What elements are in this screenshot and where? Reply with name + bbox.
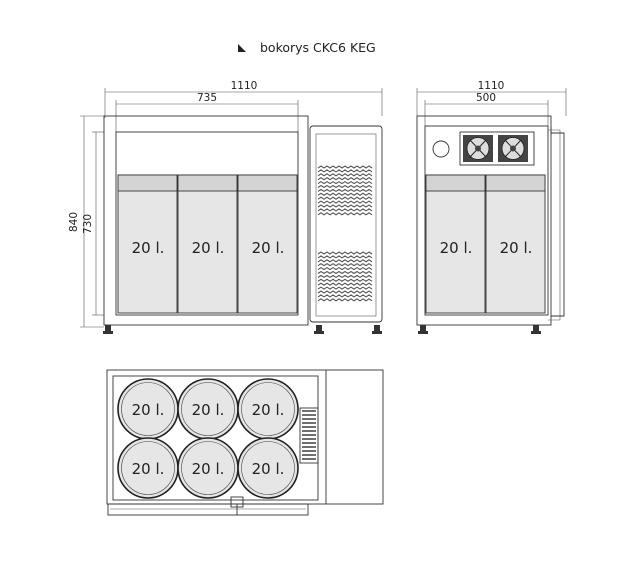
side-body [416,115,552,326]
vent-slat [317,286,373,290]
fan-left-icon [463,135,493,162]
vent-slat [317,263,373,267]
title-text: bokorys CKC6 KEG [260,40,376,55]
vent-slat [317,212,373,216]
front-view: 1110 735 840 730 20 l. 20 l [68,80,383,334]
vent-slat [317,208,373,212]
vent-slat [317,266,373,271]
vent-slat [317,188,373,193]
vent-slat [317,282,373,286]
side-keg-panels [425,174,546,314]
vent-slat [317,274,373,279]
top-vent [299,407,319,464]
front-vent-upper [317,165,373,216]
vent-slat [317,200,373,204]
top-keg-4: 20 l. [132,460,165,478]
side-inner-width-label: 500 [476,92,496,104]
front-body [103,115,309,326]
side-indicator-circle [432,140,450,158]
vent-slat [317,204,373,208]
compressor-panel [309,125,383,323]
vent-slat [317,270,373,275]
side-width-label: 1110 [478,80,505,92]
top-keg-circles [117,378,299,499]
front-keg-panels [117,174,298,314]
vent-slat [317,184,373,189]
vent-slat [317,298,373,302]
fan-right-icon [498,135,528,162]
vent-slat [317,180,373,185]
fan-unit [459,131,535,166]
front-keg-2: 20 l. [192,239,225,257]
side-keg-2: 20 l. [500,239,533,257]
top-view: 20 l. 20 l. 20 l. 20 l. 20 l. 20 l. [106,369,384,516]
vent-slat [317,173,373,177]
front-inner-width-label: 735 [197,92,217,104]
vent-slat [317,251,373,255]
front-height-label: 840 [68,212,80,232]
drawing-title: bokorys CKC6 KEG [238,40,376,55]
vent-slat [317,259,373,263]
side-view: 1110 500 [416,80,567,334]
top-front-rail [107,503,309,516]
vent-slat [317,255,373,259]
top-keg-1: 20 l. [132,401,165,419]
front-width-label: 1110 [231,80,258,92]
front-keg-3: 20 l. [252,239,285,257]
vent-slat [317,177,373,181]
front-inner-height-label: 730 [82,214,94,234]
vent-slat [317,278,373,282]
vent-slat [317,196,373,200]
top-keg-2: 20 l. [192,401,225,419]
front-vent-lower [317,251,373,302]
front-keg-1: 20 l. [132,239,165,257]
top-keg-3: 20 l. [252,401,285,419]
vent-slat [317,192,373,196]
top-keg-6: 20 l. [252,460,285,478]
vent-slat [317,290,373,294]
top-keg-5: 20 l. [192,460,225,478]
side-keg-1: 20 l. [440,239,473,257]
title-arrow-icon [238,44,246,52]
vent-slat [317,294,373,298]
vent-slat [317,165,373,169]
vent-slat [317,169,373,173]
